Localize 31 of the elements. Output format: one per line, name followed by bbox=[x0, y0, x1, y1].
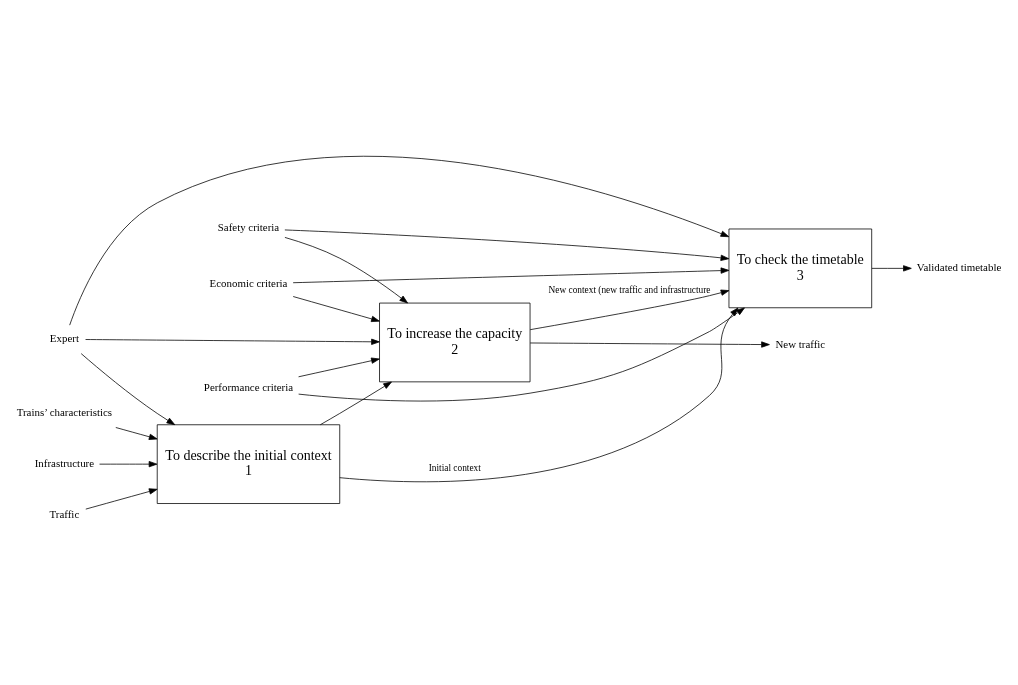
arrow bbox=[529, 341, 770, 348]
edge-label: New context (new traffic and infrastructure bbox=[548, 285, 711, 296]
arrow bbox=[292, 296, 380, 322]
arrow bbox=[69, 155, 730, 326]
arrow bbox=[298, 357, 380, 378]
arrow bbox=[99, 461, 158, 468]
arrow bbox=[85, 338, 380, 345]
node-text: Performance criteria bbox=[203, 380, 294, 393]
arrow bbox=[284, 229, 730, 261]
node-text: Infrastructure bbox=[34, 457, 95, 470]
arrow bbox=[319, 381, 392, 426]
node-text: Safety criteria bbox=[217, 221, 280, 234]
node-box: To check the timetable 3 bbox=[728, 228, 873, 309]
node-text: New traffic bbox=[775, 337, 826, 350]
node-box: To increase the capacity 2 bbox=[379, 302, 531, 383]
node-text: Trains’ characteristics bbox=[16, 406, 113, 419]
node-text: Validated timetable bbox=[916, 261, 1002, 274]
edge-label: Initial context bbox=[428, 462, 481, 473]
node-text: Economic criteria bbox=[209, 276, 288, 289]
arrow bbox=[529, 289, 730, 331]
arrow bbox=[298, 307, 745, 402]
node-box: To describe the initial context 1 bbox=[156, 424, 341, 504]
arrow bbox=[115, 427, 158, 440]
node-text: Expert bbox=[49, 332, 79, 345]
node-text: Traffic bbox=[49, 507, 80, 520]
arrow bbox=[85, 488, 158, 510]
arrow bbox=[871, 265, 912, 272]
arrow bbox=[339, 307, 739, 483]
arrow bbox=[292, 267, 730, 284]
arrow bbox=[284, 237, 408, 304]
arrow bbox=[80, 353, 176, 426]
